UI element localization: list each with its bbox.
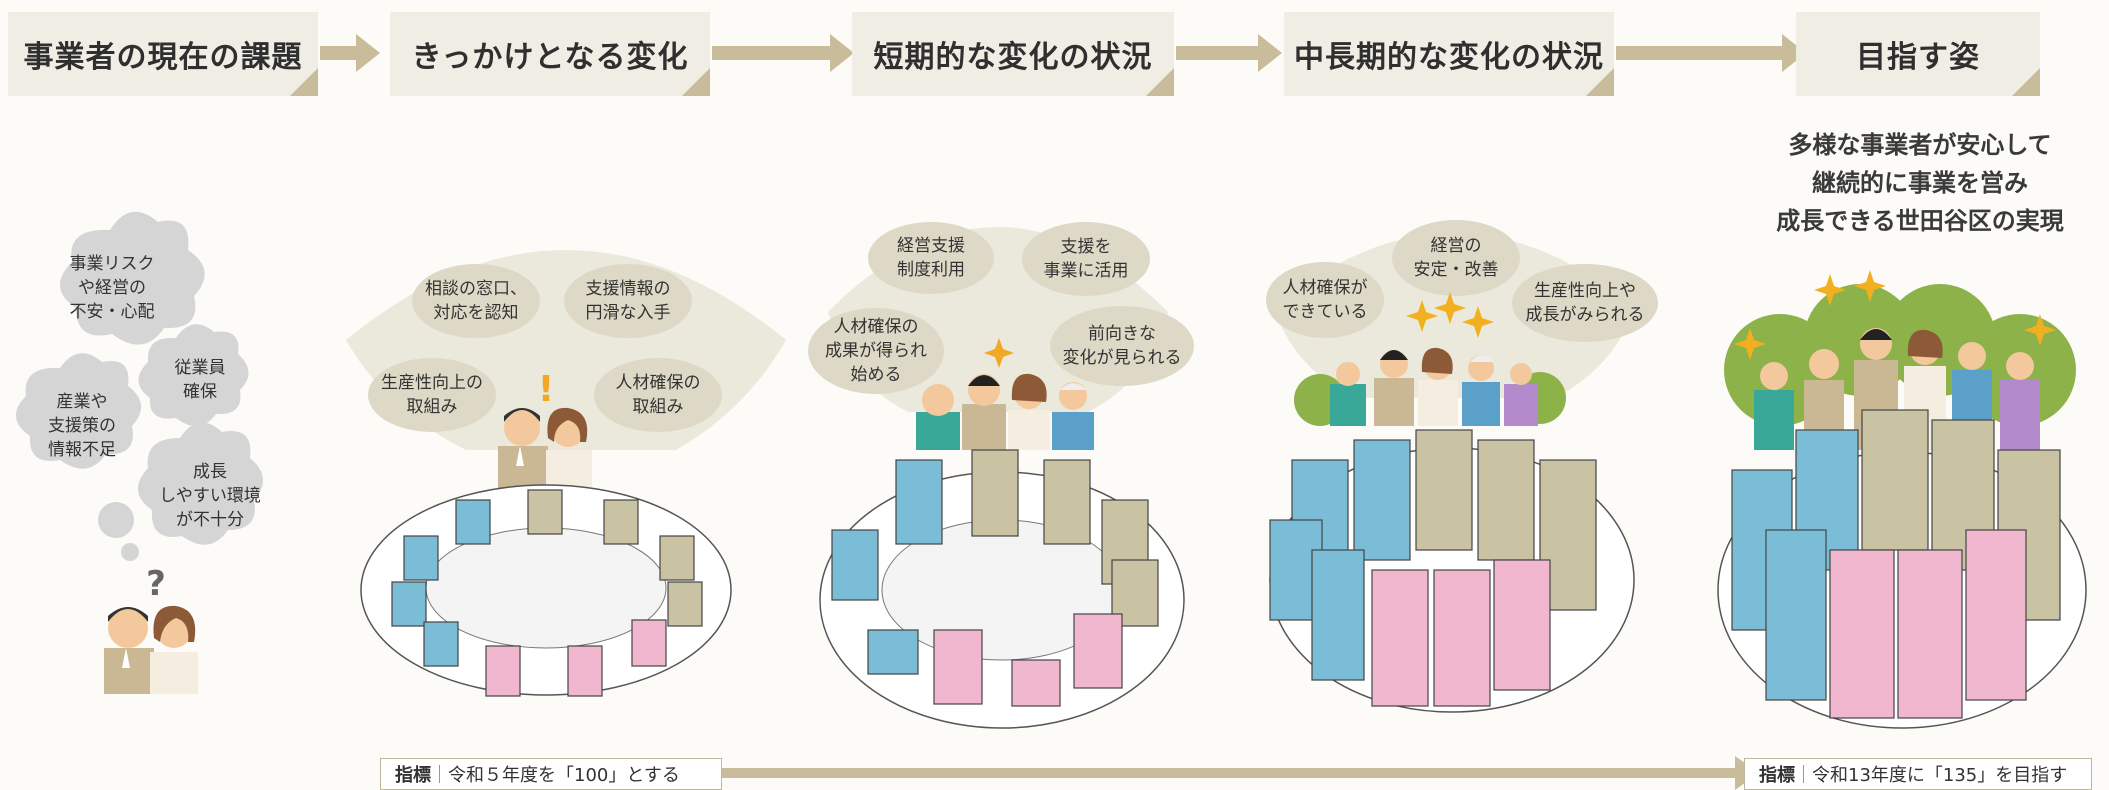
issue-line: 成長 xyxy=(193,462,227,482)
stage4-bubble-growth: 生産性向上や成長がみられる xyxy=(1512,264,1658,342)
header-label: 短期的な変化の状況 xyxy=(873,40,1153,75)
indicator-label: 指標 xyxy=(395,765,431,786)
goal-line: 継続的に事業を営み xyxy=(1812,169,2028,197)
indicator-text: 令和13年度に「135」を目指す xyxy=(1812,765,2068,786)
issue-staff: 従業員確保 xyxy=(150,352,250,408)
bubble-line: できている xyxy=(1282,302,1368,322)
bubble-line: 制度利用 xyxy=(897,260,965,280)
issue-line: 不安・心配 xyxy=(69,302,155,322)
goal-line: 成長できる世田谷区の実現 xyxy=(1776,207,2064,235)
indicator-label: 指標 xyxy=(1759,765,1795,786)
sparkle-icon xyxy=(984,338,1014,368)
bubble-line: 対応を認知 xyxy=(433,303,519,323)
bubble-line: 経営の xyxy=(1430,236,1482,256)
bubble-line: 生産性向上の xyxy=(381,373,483,393)
bubble-line: 生産性向上や xyxy=(1534,281,1636,301)
issue-info: 産業や支援策の情報不足 xyxy=(22,386,142,466)
header-label: 事業者の現在の課題 xyxy=(23,40,303,75)
issue-growth: 成長しやすい環境が不十分 xyxy=(145,456,275,536)
issue-line: 産業や xyxy=(56,392,108,412)
flow-arrow xyxy=(320,34,380,72)
bubble-line: 取組み xyxy=(406,397,458,417)
issue-line: が不十分 xyxy=(176,510,244,530)
issue-line: 情報不足 xyxy=(48,440,116,460)
stage4-bubble-stability: 経営の安定・改善 xyxy=(1392,220,1520,296)
issue-risk: 事業リスクや経営の不安・心配 xyxy=(42,248,182,328)
bubble-line: 人材確保の xyxy=(615,373,701,393)
worried-couple-illustration xyxy=(104,605,198,694)
goal-line: 多様な事業者が安心して xyxy=(1788,131,2052,159)
stage3-bubble-positive-change: 前向きな変化が見られる xyxy=(1050,306,1194,386)
bubble-line: 前向きな xyxy=(1088,324,1156,344)
stage2-couple-illustration xyxy=(498,407,592,492)
bubble-line: 成果が得られ xyxy=(825,341,927,361)
stage2-bubble-productivity: 生産性向上の取組み xyxy=(368,358,496,432)
bubble-line: 人材確保の xyxy=(833,317,919,337)
bubble-line: 支援を xyxy=(1060,237,1112,257)
stage2-shopping-street-ring xyxy=(360,484,732,697)
thought-clouds xyxy=(15,211,264,561)
indicator-target: 指標令和13年度に「135」を目指す xyxy=(1744,758,2092,790)
bubble-line: 始める xyxy=(850,365,902,385)
header-fold xyxy=(1586,68,1614,96)
flow-arrow xyxy=(712,34,854,72)
issue-line: 支援策の xyxy=(48,416,116,436)
goal-statement: 多様な事業者が安心して 継続的に事業を営み 成長できる世田谷区の実現 xyxy=(1740,126,2100,240)
indicator-arrow xyxy=(722,756,1759,790)
header-current-issues: 事業者の現在の課題 xyxy=(8,12,318,96)
flow-arrow xyxy=(1176,34,1282,72)
header-trigger-change: きっかけとなる変化 xyxy=(390,12,710,96)
stage2-bubble-hiring: 人材確保の取組み xyxy=(594,358,722,432)
bubble-line: 人材確保が xyxy=(1282,278,1368,298)
header-label: 中長期的な変化の状況 xyxy=(1294,40,1604,75)
issue-line: や経営の xyxy=(78,278,146,298)
bubble-line: 事業に活用 xyxy=(1043,261,1129,281)
flow-arrow xyxy=(1616,34,1806,72)
issue-line: しやすい環境 xyxy=(159,486,261,506)
header-label: きっかけとなる変化 xyxy=(411,40,689,75)
bubble-line: 経営支援 xyxy=(897,236,965,256)
exclamation-mark: ! xyxy=(537,369,555,410)
bubble-line: 成長がみられる xyxy=(1525,305,1645,325)
header-fold xyxy=(1146,68,1174,96)
stage3-group-illustration xyxy=(916,373,1094,450)
issue-line: 事業リスク xyxy=(69,254,155,274)
stage3-shopping-street-ring xyxy=(819,449,1185,729)
header-goal: 目指す姿 xyxy=(1796,12,2040,96)
bubble-line: 変化が見られる xyxy=(1062,348,1182,368)
stage4-sparkles-icon xyxy=(1406,292,1494,338)
indicator-text: 令和５年度を「100」とする xyxy=(448,765,680,786)
header-fold xyxy=(290,68,318,96)
bubble-line: 円滑な入手 xyxy=(585,303,671,323)
stage2-bubble-info: 支援情報の円滑な入手 xyxy=(564,264,692,338)
stage4-shopping-street-ring xyxy=(1269,429,1635,713)
header-short-term: 短期的な変化の状況 xyxy=(852,12,1174,96)
indicator-baseline: 指標令和５年度を「100」とする xyxy=(380,758,722,790)
stage4-crowd-illustration xyxy=(1294,347,1566,426)
header-fold xyxy=(2012,68,2040,96)
header-label: 目指す姿 xyxy=(1856,40,1980,75)
goal-shopping-street-ring xyxy=(1717,409,2087,729)
issue-line: 確保 xyxy=(183,382,217,402)
stage3-bubble-hiring-results: 人材確保の成果が得られ始める xyxy=(808,308,944,394)
stage2-bubble-consult: 相談の窓口、対応を認知 xyxy=(412,264,540,338)
bubble-line: 相談の窓口、 xyxy=(425,279,527,299)
bubble-line: 支援情報の xyxy=(585,279,671,299)
bubble-line: 取組み xyxy=(632,397,684,417)
stage3-bubble-support-use: 経営支援制度利用 xyxy=(868,222,994,294)
issue-line: 従業員 xyxy=(174,358,226,378)
header-fold xyxy=(682,68,710,96)
stage3-bubble-apply-support: 支援を事業に活用 xyxy=(1022,222,1150,296)
header-mid-long-term: 中長期的な変化の状況 xyxy=(1284,12,1614,96)
question-mark: ? xyxy=(146,564,166,604)
bubble-line: 安定・改善 xyxy=(1413,260,1499,280)
stage4-bubble-hiring-done: 人材確保ができている xyxy=(1266,262,1384,338)
